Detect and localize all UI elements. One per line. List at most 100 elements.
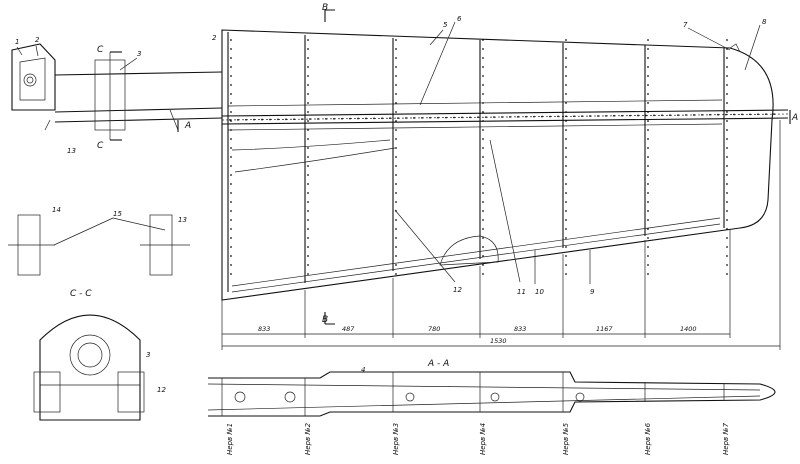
rivet bbox=[307, 48, 309, 50]
rivet bbox=[565, 201, 567, 203]
rib-label-1: Нерв №1 bbox=[226, 423, 234, 455]
rivet bbox=[395, 138, 397, 140]
callout-2: 2 bbox=[35, 36, 40, 44]
rib-label-2: Нерв №2 bbox=[304, 422, 312, 455]
rivet bbox=[565, 273, 567, 275]
rivet bbox=[647, 66, 649, 68]
rivet bbox=[482, 138, 484, 140]
rivet bbox=[565, 120, 567, 122]
rivet bbox=[549, 115, 551, 118]
rivet bbox=[395, 174, 397, 176]
rivet bbox=[365, 117, 367, 120]
rivet bbox=[307, 192, 309, 194]
rivet bbox=[509, 116, 511, 118]
rivet bbox=[493, 116, 495, 118]
rivet bbox=[482, 228, 484, 230]
rivet bbox=[565, 210, 567, 212]
rib-label-4: Нерв №4 bbox=[479, 423, 487, 455]
rivet bbox=[726, 102, 728, 104]
rivet bbox=[477, 116, 479, 119]
rivet bbox=[533, 115, 535, 118]
rivet bbox=[726, 255, 728, 257]
rivet bbox=[395, 237, 397, 239]
rivet bbox=[230, 273, 232, 275]
rivet bbox=[525, 115, 527, 118]
rivet bbox=[573, 115, 575, 118]
rivet bbox=[395, 228, 397, 230]
rivet bbox=[565, 156, 567, 158]
rivet bbox=[245, 118, 247, 121]
rivet bbox=[230, 39, 232, 41]
rivet bbox=[482, 183, 484, 185]
rivet bbox=[565, 138, 567, 140]
rivet bbox=[437, 116, 439, 119]
rivet bbox=[230, 57, 232, 59]
rivet bbox=[307, 84, 309, 86]
rivet bbox=[482, 66, 484, 68]
rivet bbox=[307, 120, 309, 122]
rivet bbox=[765, 113, 767, 116]
rivet bbox=[237, 118, 239, 121]
section-a-left: A bbox=[184, 121, 191, 131]
callout-7: 7 bbox=[683, 21, 688, 29]
rivet bbox=[677, 114, 679, 117]
rivet bbox=[395, 219, 397, 221]
rivet bbox=[565, 57, 567, 59]
rivet bbox=[395, 102, 397, 104]
rivet bbox=[725, 113, 727, 116]
rib-label-6: Нерв №6 bbox=[644, 422, 652, 455]
rivet bbox=[230, 102, 232, 104]
callout-12b: 12 bbox=[157, 386, 166, 394]
rivet bbox=[307, 57, 309, 59]
section-a-right: A bbox=[791, 113, 798, 123]
rivet bbox=[307, 75, 309, 77]
rivet bbox=[230, 48, 232, 50]
rivet bbox=[307, 237, 309, 239]
rivet bbox=[395, 75, 397, 77]
rivet bbox=[307, 111, 309, 113]
rivet bbox=[397, 117, 399, 120]
rivet bbox=[482, 120, 484, 122]
rivet bbox=[565, 174, 567, 176]
rivet bbox=[395, 84, 397, 86]
rivet bbox=[230, 255, 232, 257]
rivet bbox=[395, 129, 397, 131]
dim-5: 1167 bbox=[596, 325, 613, 333]
callouts: 1 2 3 4 5 6 7 8 9 10 11 12 13 14 15 2 3 … bbox=[15, 15, 767, 394]
rivet bbox=[482, 237, 484, 239]
rivet bbox=[647, 201, 649, 203]
section-c-bottom: C bbox=[97, 141, 104, 151]
rivet bbox=[647, 228, 649, 230]
rib-label-7: Нерв №7 bbox=[722, 422, 730, 455]
rivet bbox=[565, 165, 567, 167]
rivet bbox=[647, 219, 649, 221]
rivet bbox=[230, 237, 232, 239]
rivet bbox=[482, 192, 484, 194]
rivet bbox=[565, 93, 567, 95]
rivet bbox=[307, 228, 309, 230]
rivet bbox=[307, 174, 309, 176]
rivet bbox=[389, 117, 391, 120]
rivet bbox=[482, 147, 484, 149]
section-aa-title: A - A bbox=[427, 359, 449, 369]
rivet bbox=[482, 201, 484, 203]
rivet bbox=[517, 115, 519, 118]
rivet bbox=[726, 147, 728, 149]
rivet bbox=[395, 246, 397, 248]
rivet bbox=[381, 117, 383, 120]
rivet bbox=[647, 39, 649, 41]
rivet bbox=[333, 117, 335, 120]
rivet bbox=[285, 118, 287, 121]
rivet bbox=[421, 116, 423, 119]
rivet bbox=[309, 118, 311, 120]
rivet bbox=[613, 114, 615, 117]
rivet bbox=[565, 75, 567, 77]
stabilizer-planform bbox=[221, 29, 789, 301]
rivet bbox=[357, 117, 359, 120]
rivet bbox=[482, 165, 484, 167]
rivet bbox=[647, 57, 649, 59]
rivet bbox=[453, 116, 455, 119]
rivet bbox=[726, 93, 728, 95]
rivet bbox=[693, 114, 695, 116]
